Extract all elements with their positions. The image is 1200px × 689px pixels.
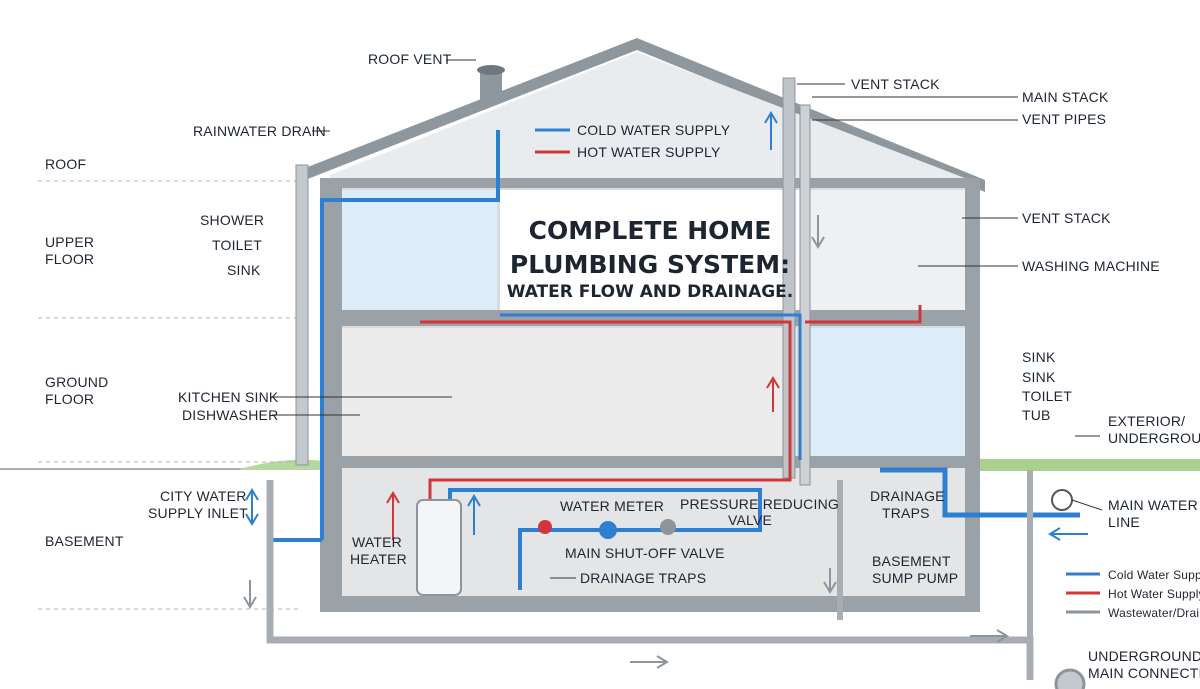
label-vent-stack-mid: VENT STACK [1022,210,1111,226]
left-wall [320,180,342,612]
cold-main-line [880,467,1080,518]
upper-hall [500,190,800,310]
main-stack-pipe [799,104,811,486]
label-water-heater-2: HEATER [350,551,407,567]
label-exterior-1: EXTERIOR/ [1108,413,1186,429]
roof-vent-cap [477,65,505,75]
arrow-right-sewer-2 [630,655,669,669]
main-meter-icon [1051,489,1073,511]
shutoff-valve-icon [538,520,552,534]
upper-bathroom [342,190,497,310]
label-drainage-traps-mid-2: TRAPS [882,505,930,521]
label-tub: TUB [1022,407,1051,423]
rainwater-downpipe [295,164,309,466]
floor-ground-1: GROUND [45,374,109,390]
foundation [320,596,980,612]
label-toilet-upper: TOILET [212,237,262,253]
label-rainwater-drain: RAINWATER DRAIN [193,123,326,139]
arrow-up-upper [764,111,778,150]
label-main-shutoff: MAIN SHUT-OFF VALVE [565,545,725,561]
arrow-up-cold [467,494,481,535]
label-water-meter: WATER METER [560,498,665,514]
label-pressure-valve-1: PRESSURE REDUCING [680,496,839,512]
cold-upper [500,313,802,460]
hot-upper [420,320,792,500]
label-main-water-1: MAIN WATER [1108,497,1198,513]
label-main-water-2: LINE [1108,514,1140,530]
label-dishwasher: DISHWASHER [182,407,279,423]
water-heater [416,499,462,596]
label-pressure-valve-2: VALVE [728,512,773,528]
legend-cold-label: COLD WATER SUPPLY [577,122,731,138]
label-underground-2: MAIN CONNECTIO [1088,665,1200,681]
hot-to-laundry [805,305,922,324]
pressure-valve-icon [660,519,676,535]
bottom-legend-hot: Hot Water Supply [1108,587,1200,601]
attic [330,52,970,180]
label-vent-stack-top: VENT STACK [851,76,940,92]
cold-basement [268,480,322,542]
label-drainage-traps-mid-1: DRAINAGE [870,488,945,504]
label-sink-upper: SINK [227,262,261,278]
label-sump-pump-2: SUMP PUMP [872,570,959,586]
sewer-line [266,480,1034,680]
label-water-heater-1: WATER [352,534,402,550]
diagram-subtitle: WATER FLOW AND DRAINAGE. [506,282,794,302]
arrow-up-ground [766,376,780,412]
label-underground-1: UNDERGROUND SE [1088,648,1200,664]
floor-upper-1: UPPER [45,234,95,250]
ground-slab [320,456,980,468]
kitchen [342,328,797,456]
sewer-connection [1054,668,1086,689]
arrow-right-sewer-1 [970,629,1009,643]
diagram-title: COMPLETE HOME [528,216,772,245]
label-roof-vent: ROOF VENT [368,51,452,67]
label-toilet-ground: TOILET [1022,388,1072,404]
legend-hot-label: HOT WATER SUPPLY [577,144,721,160]
roof-vent [480,70,502,100]
cold-meter-line [448,488,762,590]
label-sink-ground-2: SINK [1022,369,1056,385]
cold-riser [320,130,500,540]
floor-basement: BASEMENT [45,533,124,549]
attic-slab [320,178,980,188]
grass-left [240,459,330,470]
right-wall [965,180,980,612]
label-drainage-traps-left: DRAINAGE TRAPS [580,570,707,586]
arrow-updown-city [245,488,259,526]
label-washing-machine: WASHING MACHINE [1022,258,1160,274]
diagram-title-line2: PLUMBING SYSTEM: [509,250,791,279]
label-sump-pump-1: BASEMENT [872,553,951,569]
label-vent-pipes: VENT PIPES [1022,111,1107,127]
grass-right [970,459,1200,471]
floor-ground-2: FLOOR [45,391,95,407]
water-meter-icon [599,521,617,539]
floor-roof: ROOF [45,156,87,172]
bottom-legend-cold: Cold Water Suppl [1108,568,1200,582]
arrow-down-drain [243,580,257,609]
label-exterior-2: UNDERGROUND [1108,430,1200,446]
arrow-down-sump [823,568,837,594]
label-city-water-2: SUPPLY INLET [148,505,248,521]
label-main-stack: MAIN STACK [1022,89,1109,105]
arrow-left-main [1048,527,1088,541]
arrow-up-heater [386,491,400,540]
arrow-down-vent [811,215,825,249]
label-city-water-1: CITY WATER [160,488,247,504]
floor-upper-2: FLOOR [45,251,95,267]
upper-slab [320,310,980,326]
label-shower: SHOWER [200,212,265,228]
bottom-legend-waste: Wastewater/Drai [1108,606,1200,620]
laundry-room [800,190,965,310]
ground-bathroom [800,328,965,456]
label-sink-ground-1: SINK [1022,349,1056,365]
label-kitchen-sink: KITCHEN SINK [178,389,279,405]
main-water-leader [1071,499,1103,511]
